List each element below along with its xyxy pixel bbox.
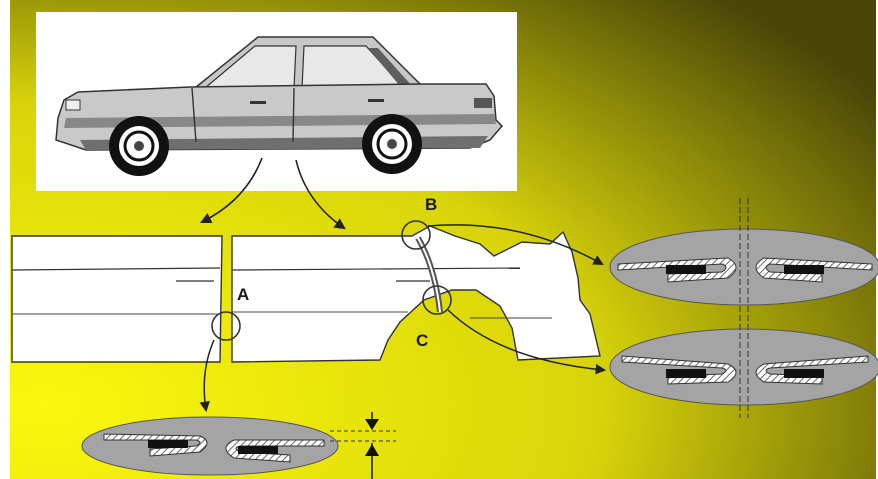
front-door-handle [250, 101, 266, 104]
rear-door-handle [368, 99, 384, 102]
rear-wheel [362, 114, 422, 174]
callout-label-c: C [416, 331, 428, 350]
seam-detail-c [610, 329, 878, 405]
left-frame-strip [0, 0, 10, 479]
callout-label-a: A [237, 285, 249, 304]
tail-light [474, 98, 492, 108]
front-wheel [109, 116, 169, 176]
seam-detail-b [610, 229, 878, 305]
car-illustration [36, 12, 517, 191]
front-door-panel [12, 236, 222, 362]
callout-label-b: B [425, 195, 437, 214]
seam-detail-a [82, 417, 338, 475]
headlight [66, 100, 80, 110]
rear-door-seam [293, 88, 294, 142]
